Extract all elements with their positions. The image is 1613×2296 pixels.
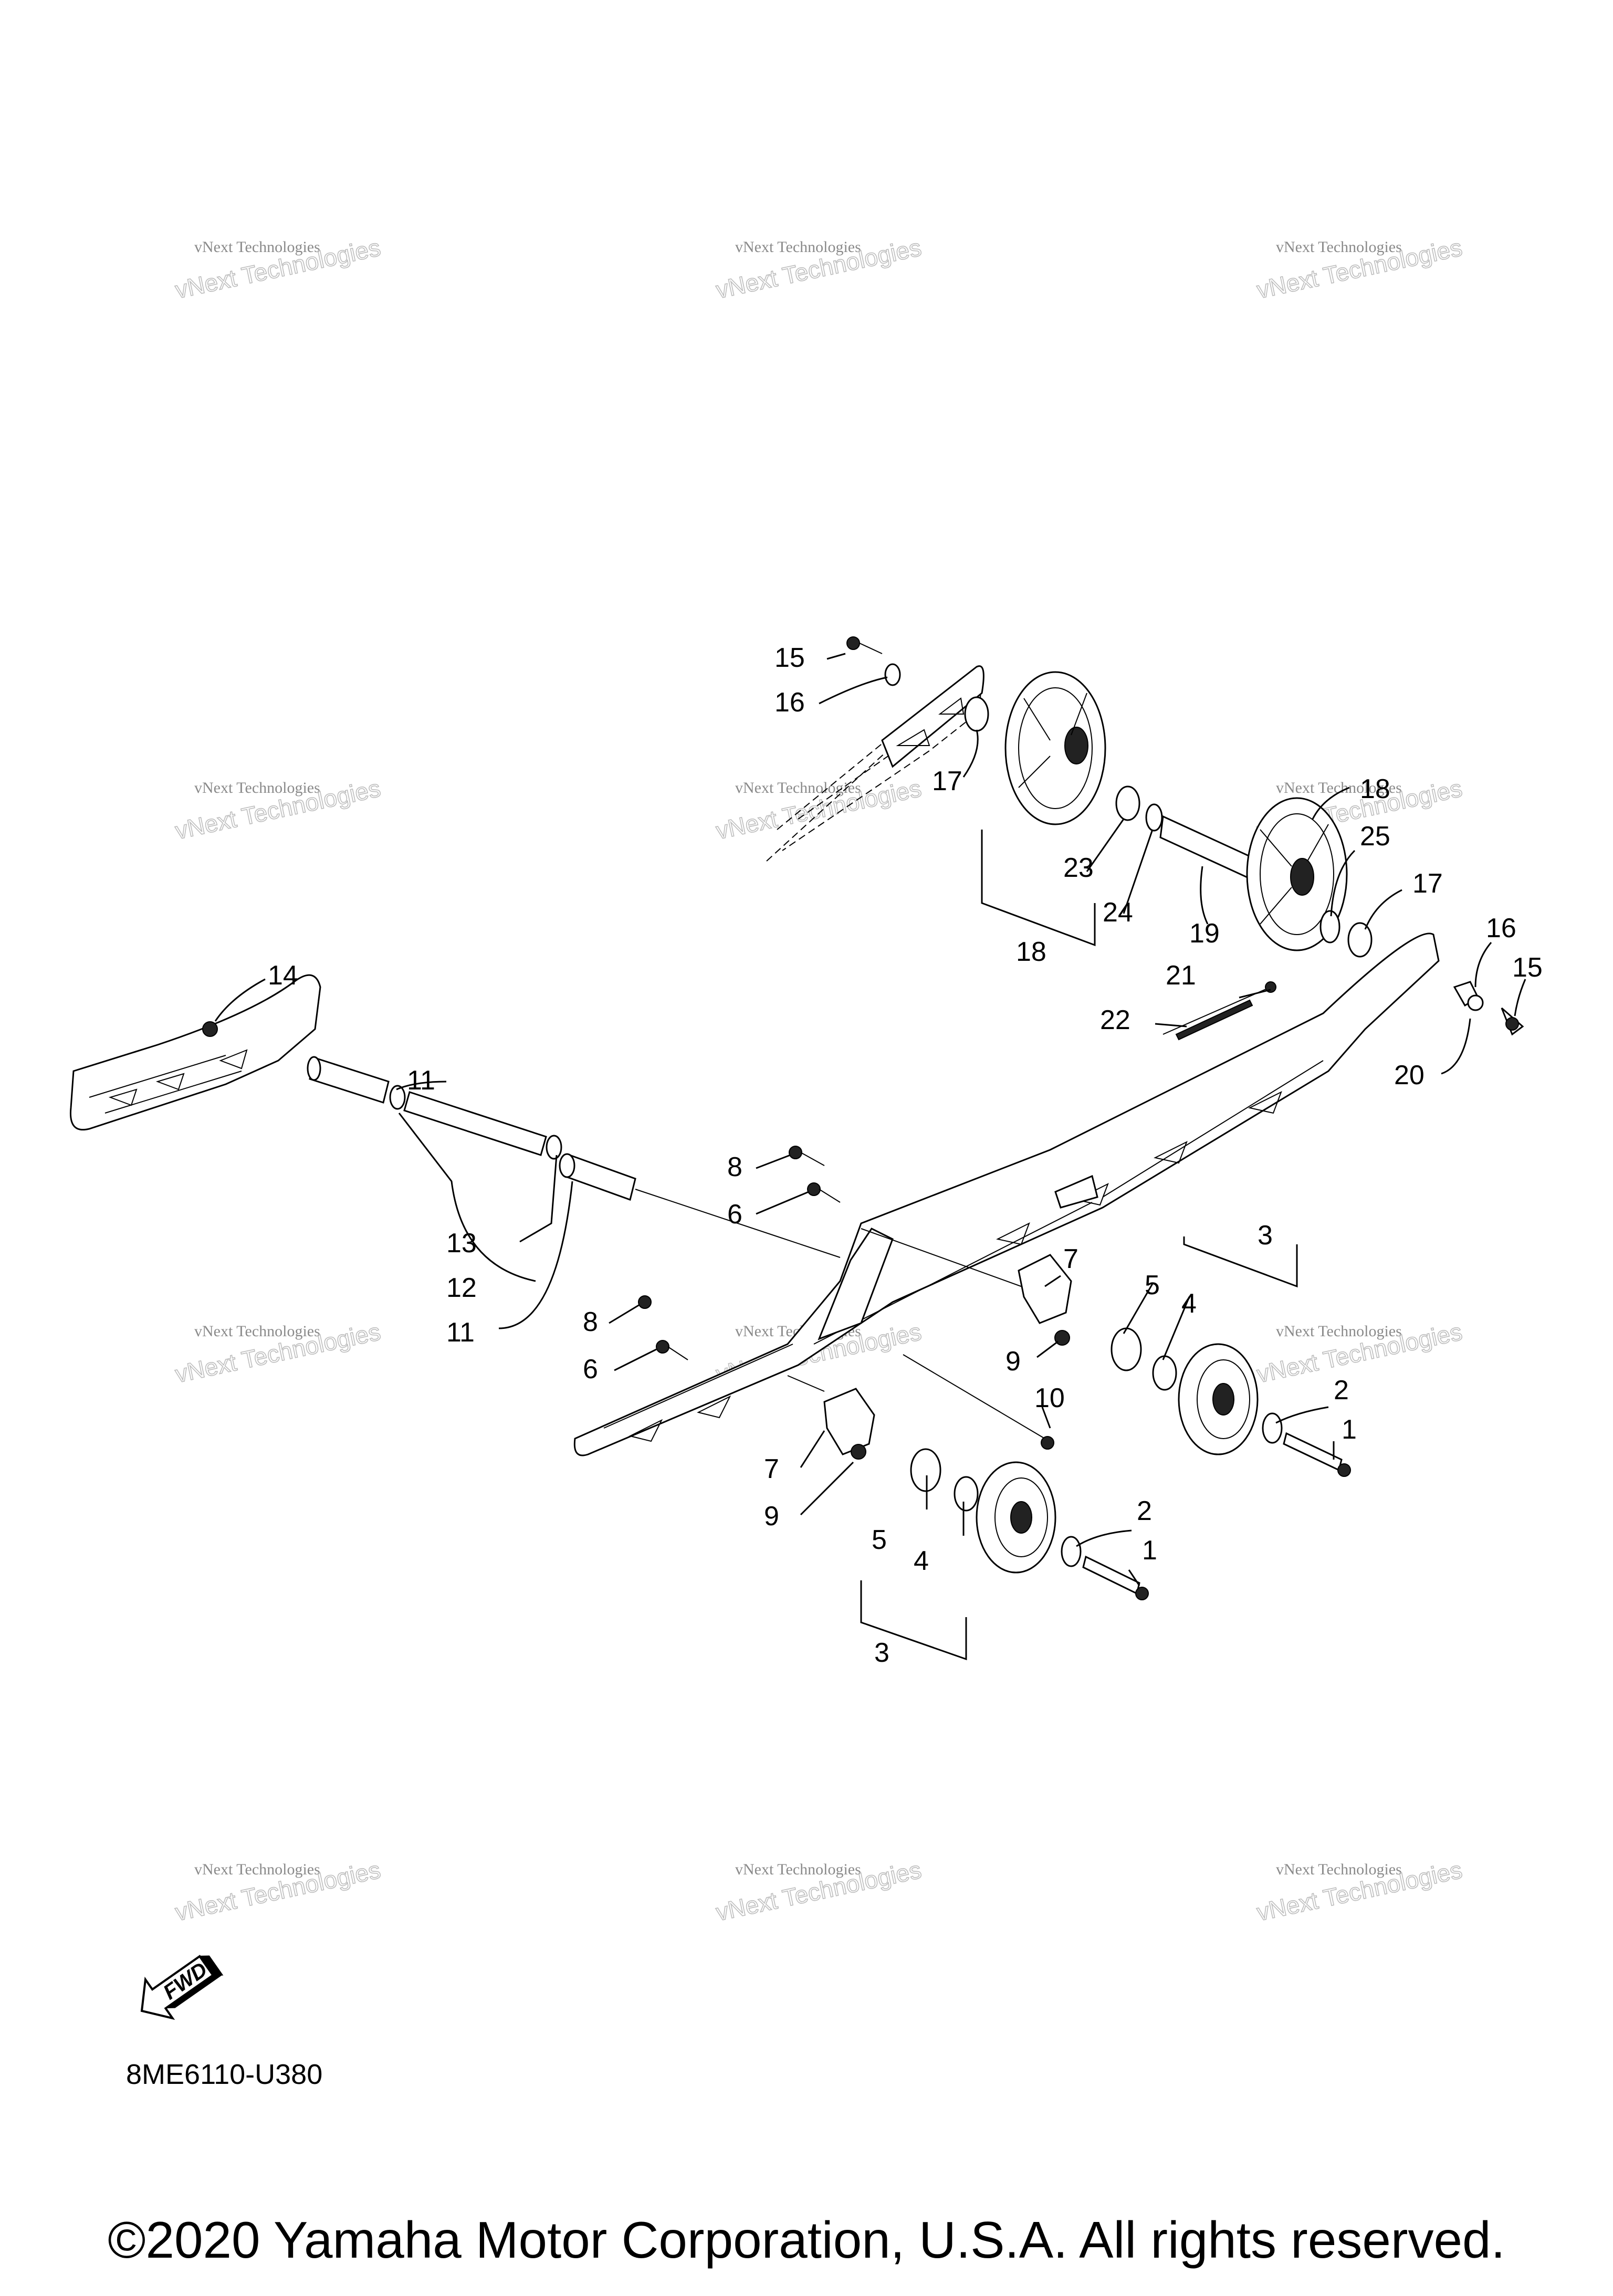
- callout-9: 9: [1005, 1346, 1021, 1377]
- watermark: vNext Technologies vNext Technologies: [1254, 1317, 1465, 1388]
- callout-3: 3: [1258, 1220, 1273, 1251]
- callout-16: 16: [1486, 913, 1516, 943]
- copyright-notice: ©2020 Yamaha Motor Corporation, U.S.A. A…: [108, 2211, 1505, 2269]
- watermark-text: vNext Technologies: [1276, 1861, 1402, 1878]
- callout-14: 14: [268, 960, 298, 991]
- diagram-code: 8ME6110-U380: [126, 2059, 323, 2090]
- callout-24: 24: [1103, 897, 1133, 928]
- callout-17: 17: [1412, 868, 1443, 899]
- watermark: vNext Technologies vNext Technologies: [172, 233, 383, 304]
- watermark: vNext Technologies vNext Technologies: [713, 774, 924, 845]
- callout-20: 20: [1394, 1060, 1425, 1091]
- watermark: vNext Technologies vNext Technologies: [172, 774, 383, 845]
- cross-shaft-assembly: [307, 1056, 841, 1258]
- watermark-text: vNext Technologies: [194, 1861, 320, 1878]
- callout-17: 17: [932, 766, 962, 796]
- callout-11: 11: [407, 1065, 435, 1096]
- callout-16: 16: [774, 687, 805, 718]
- callout-15: 15: [1512, 952, 1543, 983]
- slide-rail-right: [573, 932, 1440, 1456]
- watermark: vNext Technologies vNext Technologies: [172, 1317, 383, 1388]
- watermark-text: vNext Technologies: [194, 779, 320, 796]
- callout-2: 2: [1137, 1496, 1152, 1526]
- callout-4: 4: [1181, 1288, 1197, 1319]
- callout-5: 5: [872, 1525, 887, 1555]
- callout-12: 12: [446, 1273, 477, 1303]
- callout-6: 6: [727, 1199, 742, 1230]
- hardware: [202, 636, 901, 1360]
- rear-axle-assembly: [964, 671, 1524, 1041]
- callout-1: 1: [1142, 1535, 1157, 1566]
- front-wheel-left: [910, 1448, 1149, 1600]
- callout-5: 5: [1145, 1270, 1160, 1301]
- callout-11: 11: [446, 1317, 475, 1348]
- callout-8: 8: [727, 1152, 742, 1182]
- watermark-text: vNext Technologies: [1276, 1323, 1402, 1340]
- watermark-text: vNext Technologies: [194, 238, 320, 256]
- callout-25: 25: [1360, 821, 1390, 852]
- callout-4: 4: [914, 1546, 929, 1576]
- front-axle-assembly: [787, 1228, 1072, 1460]
- watermark-text: vNext Technologies: [194, 1323, 320, 1340]
- callout-6: 6: [583, 1354, 598, 1385]
- callout-7: 7: [764, 1454, 779, 1484]
- watermark: vNext Technologies vNext Technologies: [172, 1855, 383, 1926]
- watermark: vNext Technologies vNext Technologies: [713, 233, 924, 304]
- callout-18: 18: [1016, 937, 1046, 967]
- watermark-text: vNext Technologies: [735, 1861, 861, 1878]
- callout-23: 23: [1063, 853, 1094, 883]
- callout-2: 2: [1334, 1375, 1349, 1406]
- callout-9: 9: [764, 1501, 779, 1532]
- callout-19: 19: [1189, 918, 1220, 949]
- callout-13: 13: [446, 1228, 477, 1259]
- watermark-text: vNext Technologies: [1276, 238, 1402, 256]
- callout-15: 15: [774, 643, 805, 673]
- callout-3: 3: [874, 1638, 889, 1668]
- callout-1: 1: [1342, 1414, 1357, 1445]
- front-wheel-right: [1111, 1327, 1351, 1477]
- leader-lines: [214, 653, 1526, 1661]
- watermark: vNext Technologies vNext Technologies: [713, 1855, 924, 1926]
- callout-8: 8: [583, 1307, 598, 1337]
- watermark-text: vNext Technologies: [1276, 779, 1402, 796]
- callout-21: 21: [1166, 960, 1196, 991]
- watermark: vNext Technologies vNext Technologies: [1254, 1855, 1465, 1926]
- callout-7: 7: [1063, 1244, 1078, 1274]
- callout-10: 10: [1034, 1383, 1065, 1413]
- watermark: vNext Technologies vNext Technologies: [1254, 233, 1465, 304]
- callout-22: 22: [1100, 1005, 1130, 1035]
- watermark-text: vNext Technologies: [735, 238, 861, 256]
- callout-18: 18: [1360, 774, 1390, 804]
- fwd-arrow-icon: FWD: [140, 1955, 224, 2020]
- slide-rail-left: [69, 974, 321, 1130]
- callouts: 15 16 17 23 24 18 19 18 25 17 16 15 21 2…: [268, 643, 1543, 1668]
- rear-rail-left-fragment: [766, 665, 984, 862]
